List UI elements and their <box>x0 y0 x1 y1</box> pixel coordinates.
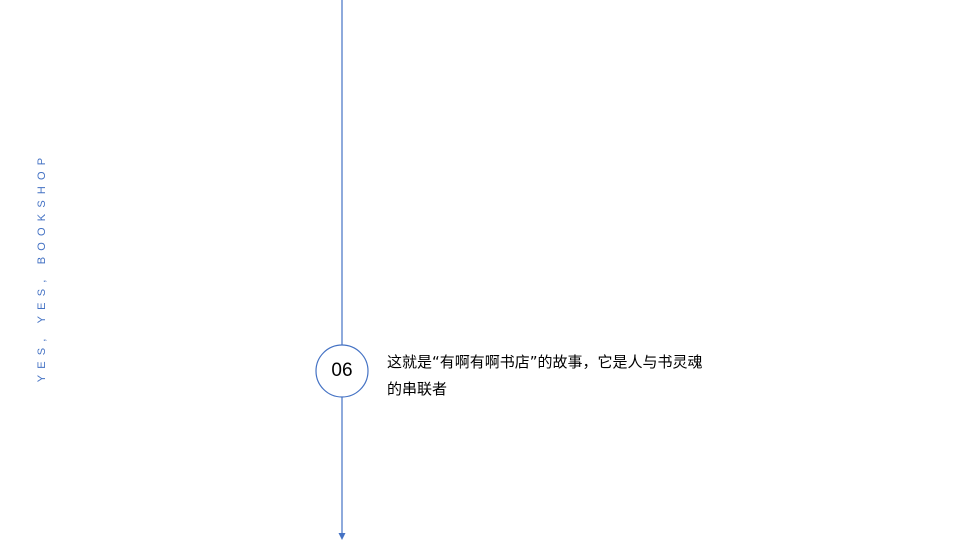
step-number: 06 <box>331 360 353 381</box>
step-description: 这就是“有啊有啊书店”的故事，它是人与书灵魂的串联者 <box>387 353 703 398</box>
arrow-down-icon <box>338 533 346 540</box>
timeline-node-circle <box>315 344 369 398</box>
